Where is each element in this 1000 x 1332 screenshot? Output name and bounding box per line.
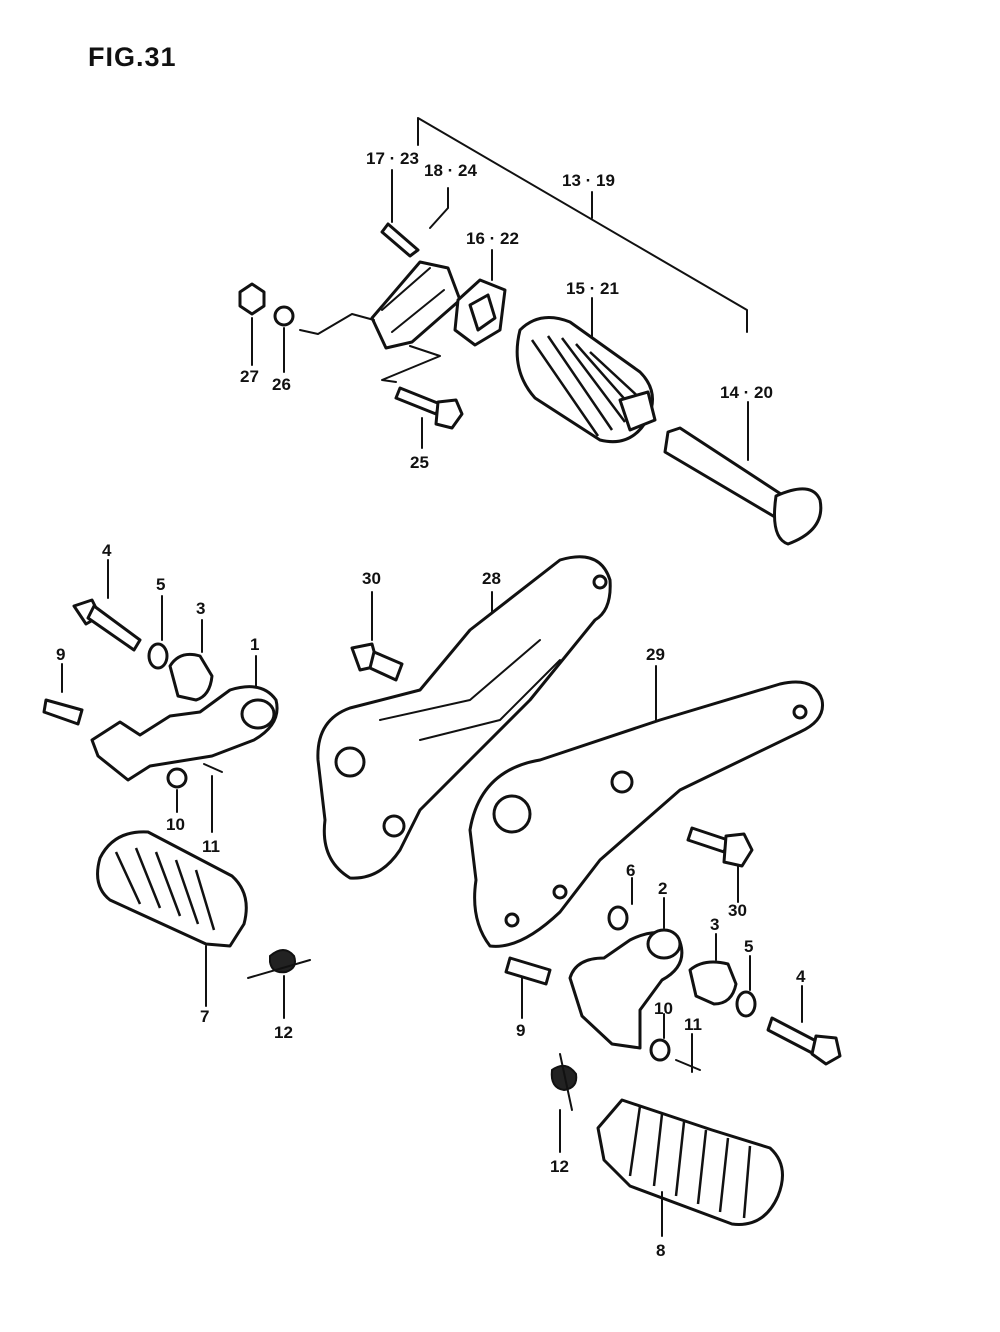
callout-16-22: 16 · 22: [466, 229, 519, 248]
phantom-line-nut: [299, 313, 375, 335]
bracket-28-ribs: [379, 639, 561, 741]
washer-5-left: [147, 642, 169, 670]
callout-9-right: 9: [516, 1021, 525, 1040]
pin-9-right: [504, 956, 552, 986]
callout-8: 8: [656, 1241, 665, 1260]
bracket-29-hole-main: [492, 794, 532, 834]
footrest-8: [596, 1098, 784, 1226]
callout-10-right: 10: [654, 999, 673, 1018]
bolt-4-right-head: [810, 1034, 842, 1066]
spring-12-right-arm: [559, 1053, 573, 1111]
figure-title: FIG.31: [88, 42, 177, 72]
bolt-30-lower-head: [722, 832, 754, 868]
callout-3-right: 3: [710, 915, 719, 934]
bracket-29-hole-mid: [610, 770, 634, 794]
callout-25: 25: [410, 453, 429, 472]
callout-27: 27: [240, 367, 259, 386]
nut-27: [238, 282, 266, 316]
callout-3-left: 3: [196, 599, 205, 618]
callout-14-20: 14 · 20: [720, 383, 773, 402]
frame-bracket-28: [316, 555, 612, 880]
washer-6: [607, 905, 629, 931]
bracket-29-hole-end: [792, 704, 808, 720]
callout-11-right: 11: [684, 1015, 702, 1034]
bracket-29-hole-low: [504, 912, 520, 928]
holder-detail: [381, 267, 445, 333]
callout-5-right: 5: [744, 937, 753, 956]
plate-hole: [468, 293, 497, 332]
bolt-30-upper-shank: [368, 650, 404, 682]
callout-18-24: 18 · 24: [424, 161, 477, 180]
bracket-28-hole-main: [334, 746, 366, 778]
callout-29: 29: [646, 645, 665, 664]
bolt-30-lower-shank: [686, 826, 730, 854]
cotter-11-right: [675, 1059, 701, 1071]
callout-7: 7: [200, 1007, 209, 1026]
bracket-28-hole-lower: [382, 814, 406, 838]
washer-5-right: [735, 990, 757, 1018]
washer-26: [273, 305, 295, 327]
bolt-4-left-shank: [86, 604, 142, 652]
footrest-7-ribs: [114, 847, 216, 931]
callout-4-right: 4: [796, 967, 806, 986]
frame-bracket-29: [468, 680, 825, 948]
bracket-2-bore: [646, 928, 682, 960]
callout-30-lower: 30: [728, 901, 747, 920]
footrest-8-ribs: [628, 1105, 752, 1219]
bracket-29-hole-low2: [552, 884, 568, 900]
callout-6: 6: [626, 861, 635, 880]
bolt-25: [394, 386, 442, 416]
rubber-ribs: [530, 335, 645, 437]
callout-11-left: 11: [202, 837, 220, 856]
cotter-pin-18-24: [429, 187, 449, 229]
phantom-line-bolt: [381, 345, 441, 383]
callout-12-left: 12: [274, 1023, 293, 1042]
spring-12-right: [550, 1064, 578, 1092]
collar-3-right: [688, 960, 738, 1006]
collar-3-left: [168, 652, 214, 702]
callout-2: 2: [658, 879, 667, 898]
footrest-bracket-1: [90, 685, 279, 782]
callout-15-21: 15 · 21: [566, 279, 619, 298]
callout-9-left: 9: [56, 645, 65, 664]
bolt-4-right-shank: [766, 1016, 820, 1056]
callout-5-left: 5: [156, 575, 165, 594]
callout-17-23: 17 · 23: [366, 149, 419, 168]
pin-9-left: [42, 698, 84, 726]
callout-26: 26: [272, 375, 291, 394]
spring-12-left-arm: [247, 959, 311, 979]
callout-30-upper: 30: [362, 569, 381, 588]
washer-10-right: [649, 1038, 671, 1062]
washer-10-left: [166, 767, 188, 789]
footrest-holder: [370, 260, 462, 350]
callout-4-left: 4: [102, 541, 112, 560]
callout-12-right: 12: [550, 1157, 569, 1176]
cotter-11-left: [203, 763, 223, 773]
callout-28: 28: [482, 569, 501, 588]
bracket-28-hole-top: [592, 574, 608, 590]
callout-13-19: 13 · 19: [562, 171, 615, 190]
footrest-7: [96, 830, 248, 948]
bolt-25-head: [434, 398, 464, 430]
shaft-head: [773, 487, 823, 546]
callout-10-left: 10: [166, 815, 185, 834]
callout-1: 1: [250, 635, 259, 654]
assembly-bracket-line: [417, 117, 748, 333]
rubber-end-hole: [618, 390, 657, 432]
pin-17-23: [380, 222, 420, 258]
bracket-1-bore: [240, 698, 276, 730]
